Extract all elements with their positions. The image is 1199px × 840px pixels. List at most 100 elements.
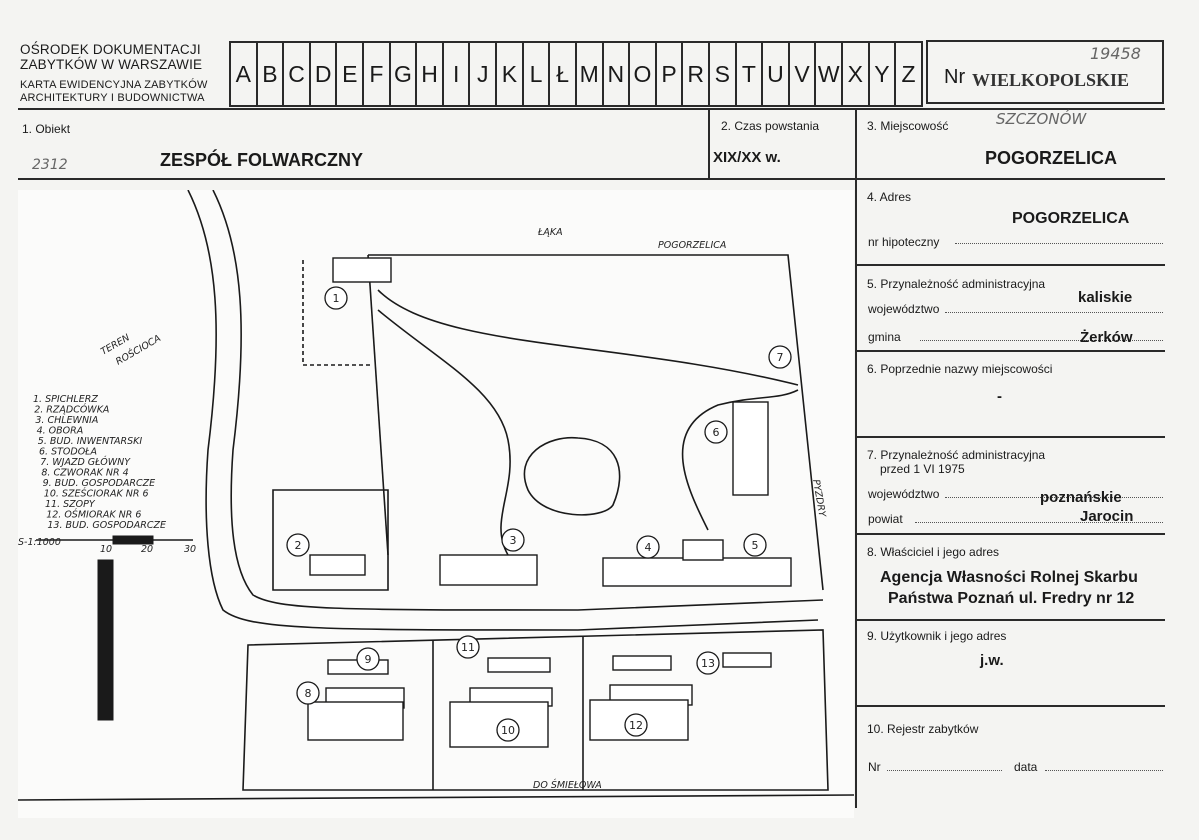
- alphabet-letter: I: [444, 43, 471, 105]
- nr-box: [926, 40, 1164, 104]
- alphabet-letter: H: [417, 43, 444, 105]
- legend-item: 13. BUD. GOSPODARCZE: [47, 520, 166, 531]
- svg-text:7: 7: [777, 351, 784, 364]
- obiekt-handwritten: 2312: [32, 157, 68, 173]
- divider: [18, 108, 1165, 110]
- alphabet-letter: C: [284, 43, 311, 105]
- site-plan: S-1:1000 10 20 30 ŁĄKA POGORZELICA TEREN…: [17, 189, 855, 818]
- divider: [857, 533, 1165, 535]
- divider: [857, 619, 1165, 621]
- alphabet-letter: L: [524, 43, 551, 105]
- map-marker: 5: [743, 533, 767, 557]
- powiat-value: Jarocin: [1080, 508, 1134, 525]
- alphabet-letter: N: [604, 43, 631, 105]
- alphabet-letter: F: [364, 43, 391, 105]
- institution-name: OŚRODEK DOKUMENTACJI ZABYTKÓW W WARSZAWI…: [20, 42, 202, 72]
- hipoteczny-label: nr hipoteczny: [868, 235, 940, 249]
- svg-text:8: 8: [305, 687, 312, 700]
- divider: [855, 108, 857, 808]
- map-marker: 12: [624, 713, 648, 737]
- alphabet-letter: W: [816, 43, 844, 105]
- alphabet-letter: D: [311, 43, 338, 105]
- map-label-smielowa: DO ŚMIEŁOWA: [533, 779, 602, 791]
- miejscowosc-handwritten: SZCZONÓW: [996, 110, 1087, 128]
- svg-text:5: 5: [752, 539, 759, 552]
- map-marker: 1: [324, 286, 348, 310]
- rejestr-nr-line: [887, 770, 1002, 771]
- miejscowosc-value: POGORZELICA: [985, 148, 1118, 168]
- institution-line2: ZABYTKÓW W WARSZAWIE: [20, 57, 203, 72]
- legend-item: 6. STODOŁA: [39, 447, 97, 458]
- alphabet-letter: K: [497, 43, 524, 105]
- map-marker: 7: [768, 345, 792, 369]
- obiekt-label: 1. Obiekt: [22, 122, 71, 136]
- alphabet-letter: Ł: [550, 43, 577, 105]
- wojewodztwo-value: kaliskie: [1078, 289, 1133, 306]
- przed1975-date: przed 1 VI 1975: [880, 462, 965, 476]
- map-label-laka: ŁĄKA: [537, 227, 563, 238]
- svg-text:3: 3: [510, 534, 517, 547]
- powiat-label: powiat: [868, 512, 903, 526]
- przed1975-label: 7. Przynależność administracyjna: [867, 448, 1046, 462]
- divider: [857, 264, 1165, 266]
- adres-label: 4. Adres: [867, 190, 912, 204]
- wojewodztwo-label: województwo: [868, 302, 940, 316]
- legend-item: 11. SZOPY: [45, 499, 96, 510]
- przed1975-woj-line: [945, 497, 1163, 498]
- map-marker: 8: [296, 681, 320, 705]
- alphabet-letter: T: [737, 43, 764, 105]
- svg-text:10: 10: [501, 724, 515, 737]
- czas-label: 2. Czas powstania: [721, 119, 820, 133]
- scale-tick: 30: [184, 544, 196, 555]
- map-marker: 2: [286, 533, 310, 557]
- alphabet-letter: M: [577, 43, 604, 105]
- legend-item: 8. CZWORAK NR 4: [41, 468, 128, 479]
- alphabet-letter: X: [843, 43, 870, 105]
- alphabet-letter: Y: [870, 43, 897, 105]
- svg-text:12: 12: [629, 719, 643, 732]
- poprzednie-value: -: [997, 388, 1002, 405]
- map-marker: 3: [501, 528, 525, 552]
- scale-label: S-1:1000: [18, 537, 61, 548]
- czas-value: XIX/XX w.: [713, 149, 781, 166]
- map-marker: 6: [704, 420, 728, 444]
- legend-item: 4. OBORA: [37, 426, 84, 437]
- przed1975-woj-value: poznańskie: [1040, 489, 1122, 506]
- powiat-line: [915, 522, 1163, 523]
- alphabet-letter: P: [657, 43, 684, 105]
- nr-handwritten: 19458: [1090, 44, 1141, 63]
- legend-item: 3. CHLEWNIA: [35, 415, 98, 426]
- card-type-line1: KARTA EWIDENCYJNA ZABYTKÓW: [20, 79, 208, 91]
- nr-value: WIELKOPOLSKIE: [972, 70, 1130, 90]
- alphabet-letter: J: [470, 43, 498, 105]
- wlasciciel-label: 8. Właściciel i jego adres: [867, 545, 1000, 559]
- divider: [857, 350, 1165, 352]
- alphabet-letter: E: [337, 43, 365, 105]
- alphabet-letter: V: [790, 43, 817, 105]
- map-label-pogorzelica: POGORZELICA: [658, 240, 726, 251]
- divider: [857, 436, 1165, 438]
- legend-item: 7. WJAZD GŁÓWNY: [40, 456, 131, 468]
- institution-line1: OŚRODEK DOKUMENTACJI: [20, 42, 201, 57]
- alphabet-letter: G: [391, 43, 418, 105]
- alphabet-letter: U: [763, 43, 790, 105]
- map-marker: 13: [696, 651, 720, 675]
- svg-text:9: 9: [365, 653, 372, 666]
- rejestr-data-label: data: [1014, 760, 1038, 774]
- adres-value: POGORZELICA: [1012, 210, 1130, 227]
- svg-text:4: 4: [645, 541, 652, 554]
- legend-item: 1. SPICHLERZ: [33, 394, 98, 405]
- alphabet-letter: A: [231, 43, 258, 105]
- alphabet-letter: S: [710, 43, 737, 105]
- poprzednie-label: 6. Poprzednie nazwy miejscowości: [867, 362, 1053, 376]
- scale-tick: 10: [100, 544, 112, 555]
- map-marker: 9: [356, 647, 380, 671]
- wlasciciel-line1: Agencja Własności Rolnej Skarbu: [880, 569, 1138, 586]
- svg-text:1: 1: [333, 292, 340, 305]
- uzytkownik-label: 9. Użytkownik i jego adres: [867, 629, 1007, 643]
- legend-item: 5. BUD. INWENTARSKI: [38, 436, 143, 447]
- map-marker: 11: [456, 635, 480, 659]
